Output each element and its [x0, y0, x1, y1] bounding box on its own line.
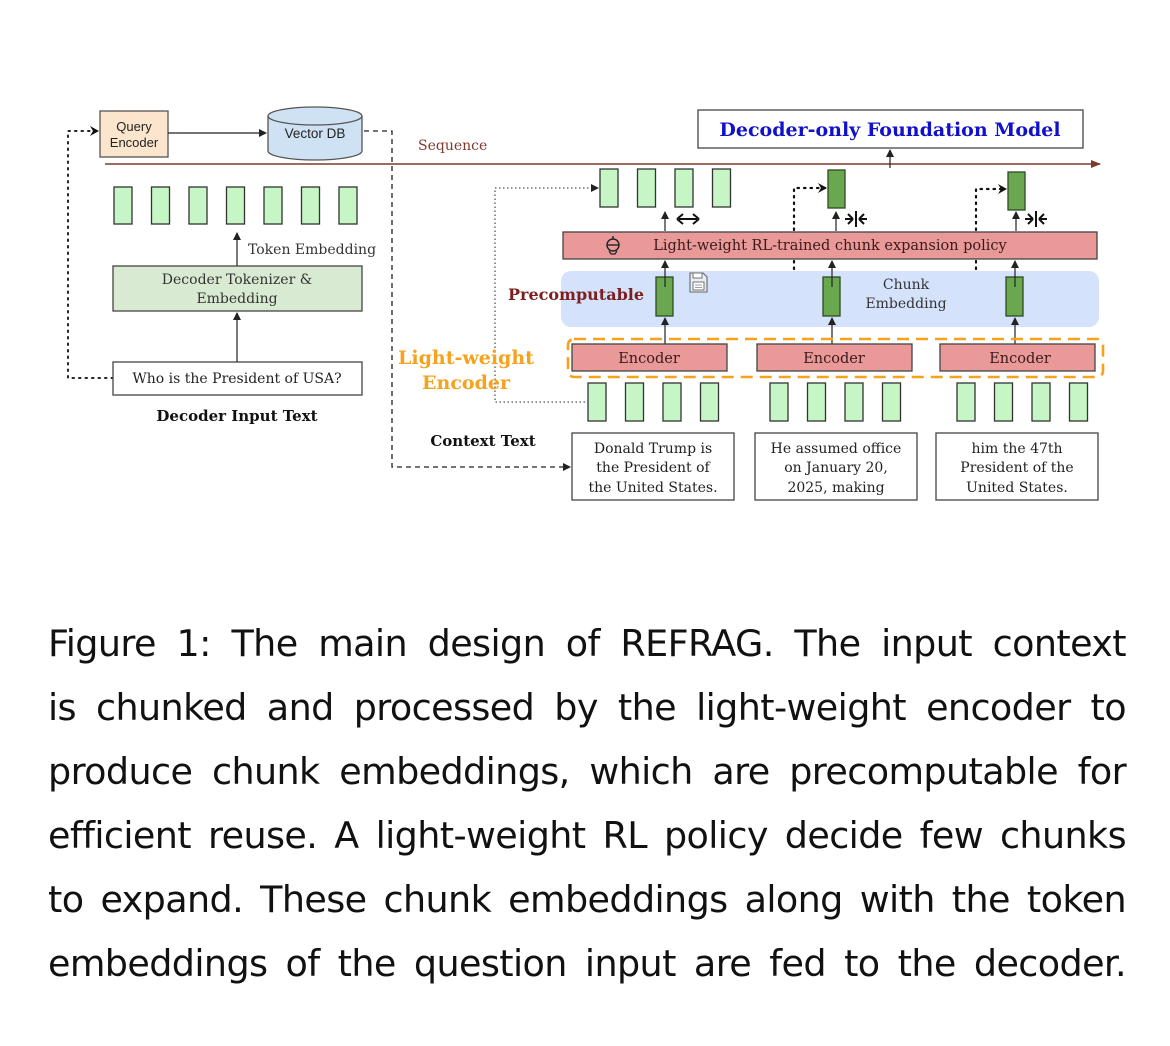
- context-token-embedding: [1031, 382, 1051, 422]
- encoder-box-2: Encoder: [756, 343, 913, 372]
- context-token-embedding: [806, 382, 827, 422]
- context-token-embedding: [769, 382, 789, 422]
- question-token-embedding: [113, 186, 133, 225]
- caption-line-5: to expand. These chunk embeddings along …: [48, 878, 1127, 921]
- expanded-token-embedding: [711, 168, 732, 208]
- context-chunk-1-line1: Donald Trump is: [594, 441, 712, 457]
- vector-db-label: Vector DB: [285, 126, 346, 141]
- rl-policy-bar: Light-weight RL-trained chunk expansion …: [562, 231, 1098, 260]
- context-chunk-2-line2: on January 20,: [784, 460, 888, 476]
- query-encoder-box: Query Encoder: [99, 110, 169, 158]
- question-token-embedding: [300, 186, 321, 225]
- context-text-label: Context Text: [430, 432, 535, 450]
- compress-arrows-icon: [1025, 211, 1047, 227]
- encoder-label-3: Encoder: [989, 351, 1051, 367]
- context-chunk-3-line1: him the 47th: [971, 441, 1062, 457]
- encoder-label-2: Encoder: [803, 351, 865, 367]
- context-token-embedding: [662, 382, 682, 422]
- context-chunk-2-line1: He assumed office: [771, 441, 902, 457]
- refrag-diagram: Query Encoder Vector DB Sequence Token E…: [67, 106, 1105, 501]
- light-weight-encoder-label-line2: Encoder: [422, 372, 511, 394]
- caption-line-2: is chunked and processed by the light-we…: [48, 686, 1127, 729]
- compressed-chunk-embedding-top-3: [1007, 171, 1026, 211]
- context-token-embedding: [699, 382, 720, 422]
- retrieval-dashed-path: [364, 130, 571, 471]
- precomputable-label: Precomputable: [508, 285, 644, 304]
- context-token-embedding: [881, 382, 902, 422]
- query-loop-dotted-path: [67, 126, 114, 379]
- context-token-embeddings: [587, 382, 1089, 422]
- query-encoder-label-line2: Encoder: [110, 135, 159, 150]
- context-chunk-2-line3: 2025, making: [787, 480, 884, 496]
- compressed-chunk-embedding-top-2: [827, 169, 846, 209]
- context-chunk-1-line3: the United States.: [588, 480, 717, 496]
- context-chunk-3-line3: United States.: [966, 480, 1068, 496]
- question-token-embedding: [225, 186, 246, 225]
- encoder-box-3: Encoder: [939, 343, 1096, 372]
- light-weight-encoder-boundary: [566, 337, 1105, 379]
- decoder-input-label: Decoder Input Text: [156, 407, 317, 425]
- context-token-embedding: [624, 382, 645, 422]
- light-weight-encoder-label-line1: Light-weight: [398, 347, 534, 369]
- encoder-label-1: Encoder: [618, 351, 680, 367]
- caption-line-3: produce chunk embeddings, which are prec…: [48, 750, 1127, 793]
- query-encoder-label-line1: Query: [116, 119, 152, 134]
- context-token-embedding: [587, 382, 607, 422]
- floppy-disk-icon: [689, 272, 708, 293]
- compress-arrows-icon: [845, 211, 867, 227]
- caption-line-1: Figure 1: The main design of REFRAG. The…: [48, 622, 1127, 665]
- caption-line-4: efficient reuse. A light-weight RL polic…: [48, 814, 1127, 857]
- chunk3-bypass-dotted: [974, 184, 1008, 297]
- foundation-model-box: Decoder-only Foundation Model: [697, 109, 1084, 149]
- context-token-embedding: [993, 382, 1014, 422]
- question-token-embedding: [263, 186, 283, 225]
- expansion-dotted-path: [494, 184, 599, 403]
- caption-line-6: embeddings of the question input are fed…: [48, 942, 1127, 985]
- sequence-label: Sequence: [418, 138, 487, 154]
- expanded-token-embedding: [599, 168, 619, 208]
- expanded-token-embedding: [674, 168, 694, 208]
- context-chunk-box-3: him the 47th President of the United Sta…: [935, 432, 1099, 501]
- encoder-box-1: Encoder: [571, 343, 728, 372]
- context-chunk-1-line2: the President of: [596, 460, 711, 476]
- expand-arrows-icon: [676, 213, 700, 225]
- context-token-embedding: [956, 382, 976, 422]
- expanded-token-embedding: [636, 168, 657, 208]
- robot-icon: [606, 236, 620, 255]
- decoder-tokenizer-label-line2: Embedding: [196, 291, 277, 307]
- context-token-embedding: [844, 382, 864, 422]
- chunk-embedding-label-line2: Embedding: [865, 296, 946, 312]
- expanded-chunk-tokens: [599, 168, 732, 208]
- chunk-embedding-label-line1: Chunk: [883, 277, 930, 293]
- decoder-input-text: Who is the President of USA?: [132, 371, 341, 387]
- vector-db-cylinder: Vector DB: [267, 106, 363, 161]
- question-token-embedding: [338, 186, 358, 225]
- question-token-embedding: [150, 186, 171, 225]
- question-token-embeddings: [113, 186, 358, 225]
- figure-caption: Figure 1: The main design of REFRAG. The…: [48, 612, 1127, 996]
- rl-policy-label: Light-weight RL-trained chunk expansion …: [653, 238, 1007, 254]
- token-embedding-label: Token Embedding: [248, 242, 376, 258]
- question-token-embedding: [188, 186, 208, 225]
- decoder-input-box: Who is the President of USA?: [112, 361, 363, 396]
- decoder-tokenizer-label-line1: Decoder Tokenizer &: [162, 272, 312, 288]
- context-chunk-3-line2: President of the: [960, 460, 1073, 476]
- context-chunk-box-2: He assumed office on January 20, 2025, m…: [754, 432, 918, 501]
- context-token-embedding: [1068, 382, 1089, 422]
- foundation-model-title: Decoder-only Foundation Model: [719, 119, 1060, 141]
- context-chunk-box-1: Donald Trump is the President of the Uni…: [571, 432, 735, 501]
- decoder-tokenizer-box: Decoder Tokenizer & Embedding: [112, 265, 363, 312]
